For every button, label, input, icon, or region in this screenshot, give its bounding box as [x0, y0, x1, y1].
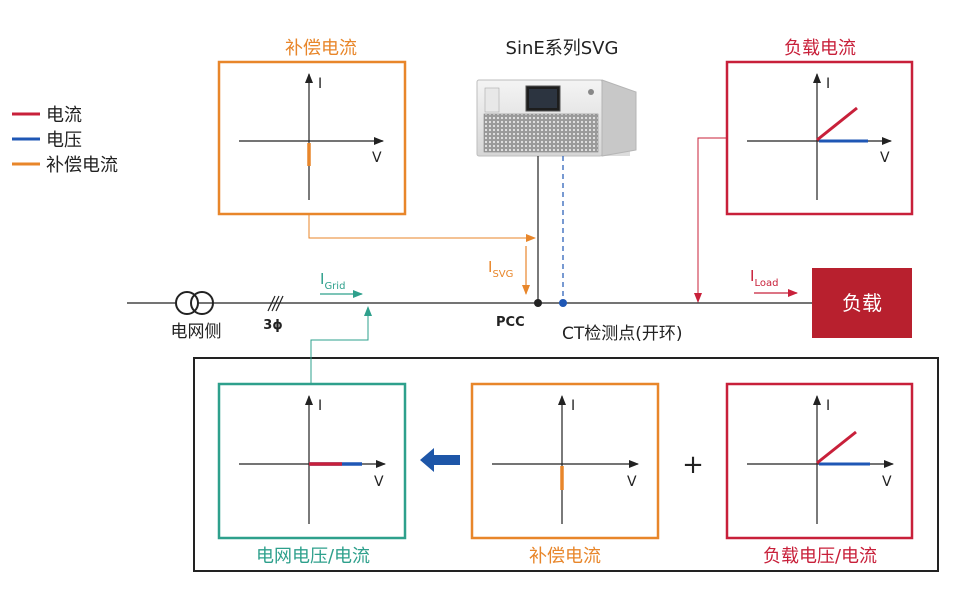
- analysis-frame: [193, 357, 939, 572]
- ct-label: CT检测点(开环): [562, 324, 683, 344]
- axis-i-label: I: [826, 76, 830, 92]
- legend-item-current: 电流: [12, 105, 82, 126]
- left-arrow-icon: [420, 448, 460, 472]
- axis-v-label: V: [372, 150, 382, 166]
- legend-item-compensation: 补偿电流: [12, 155, 118, 176]
- i-svg-sub: SVG: [492, 269, 513, 280]
- svg-device: SinE系列SVG: [476, 38, 637, 157]
- panel-load-top: 负载电流 I V: [725, 38, 914, 216]
- legend-label-compensation: 补偿电流: [46, 155, 118, 176]
- panel-title: 电网电压/电流: [256, 546, 370, 567]
- current-vector: [816, 106, 858, 142]
- ct-node: [559, 299, 567, 307]
- panel-compensation-bottom: I V 补偿电流: [470, 382, 660, 567]
- svg-text:ISVG: ISVG: [488, 258, 513, 280]
- panel-grid-bottom: I V 电网电压/电流: [217, 382, 407, 567]
- phase-label: 3ϕ: [263, 318, 282, 333]
- compensation-link-arrow: [308, 214, 536, 242]
- axis-v-label: V: [882, 474, 892, 490]
- panel-load-bottom: I V 负载电压/电流: [725, 382, 914, 567]
- axis-i-label: I: [826, 398, 830, 414]
- axis-i-label: I: [318, 76, 322, 92]
- i-svg-label: ISVG: [488, 258, 513, 280]
- plus-operator: +: [682, 450, 704, 480]
- i-grid-main: I: [320, 270, 324, 288]
- i-grid-sub: Grid: [324, 281, 345, 292]
- i-load-label: ILoad: [750, 267, 778, 289]
- panel-title: 负载电压/电流: [763, 546, 877, 567]
- i-grid-label: IGrid: [320, 270, 345, 292]
- pcc-node: [534, 299, 542, 307]
- grid-side-label: 电网侧: [171, 322, 222, 342]
- axis-v-label: V: [374, 474, 384, 490]
- device-label: SinE系列SVG: [506, 38, 619, 59]
- legend-label-voltage: 电压: [46, 130, 82, 151]
- i-svg-main: I: [488, 258, 492, 276]
- three-phase-marks: [267, 295, 284, 312]
- axis-v-label: V: [880, 150, 890, 166]
- svg-text:IGrid: IGrid: [320, 270, 345, 292]
- svg-cabinet-image: [476, 79, 637, 157]
- panel-title: 负载电流: [784, 38, 856, 59]
- load-box-label: 负载: [842, 291, 882, 315]
- current-vector: [816, 430, 857, 465]
- grid-link-arrow: [310, 306, 372, 384]
- axis-i-label: I: [318, 398, 322, 414]
- load-link-arrow: [694, 137, 727, 303]
- transformer-icon: [175, 291, 214, 315]
- panel-title: 补偿电流: [285, 38, 357, 59]
- svg-text:ILoad: ILoad: [750, 267, 778, 289]
- axis-v-label: V: [627, 474, 637, 490]
- load-box: 负载: [812, 268, 912, 338]
- legend-item-voltage: 电压: [12, 130, 82, 151]
- axis-i-label: I: [571, 398, 575, 414]
- legend: 电流 电压 补偿电流: [12, 105, 118, 176]
- panel-compensation-top: 补偿电流 I V: [217, 38, 407, 216]
- i-load-main: I: [750, 267, 754, 285]
- panel-title: 补偿电流: [529, 546, 601, 567]
- legend-label-current: 电流: [46, 105, 82, 126]
- pcc-label: PCC: [496, 315, 525, 330]
- i-load-sub: Load: [754, 278, 778, 289]
